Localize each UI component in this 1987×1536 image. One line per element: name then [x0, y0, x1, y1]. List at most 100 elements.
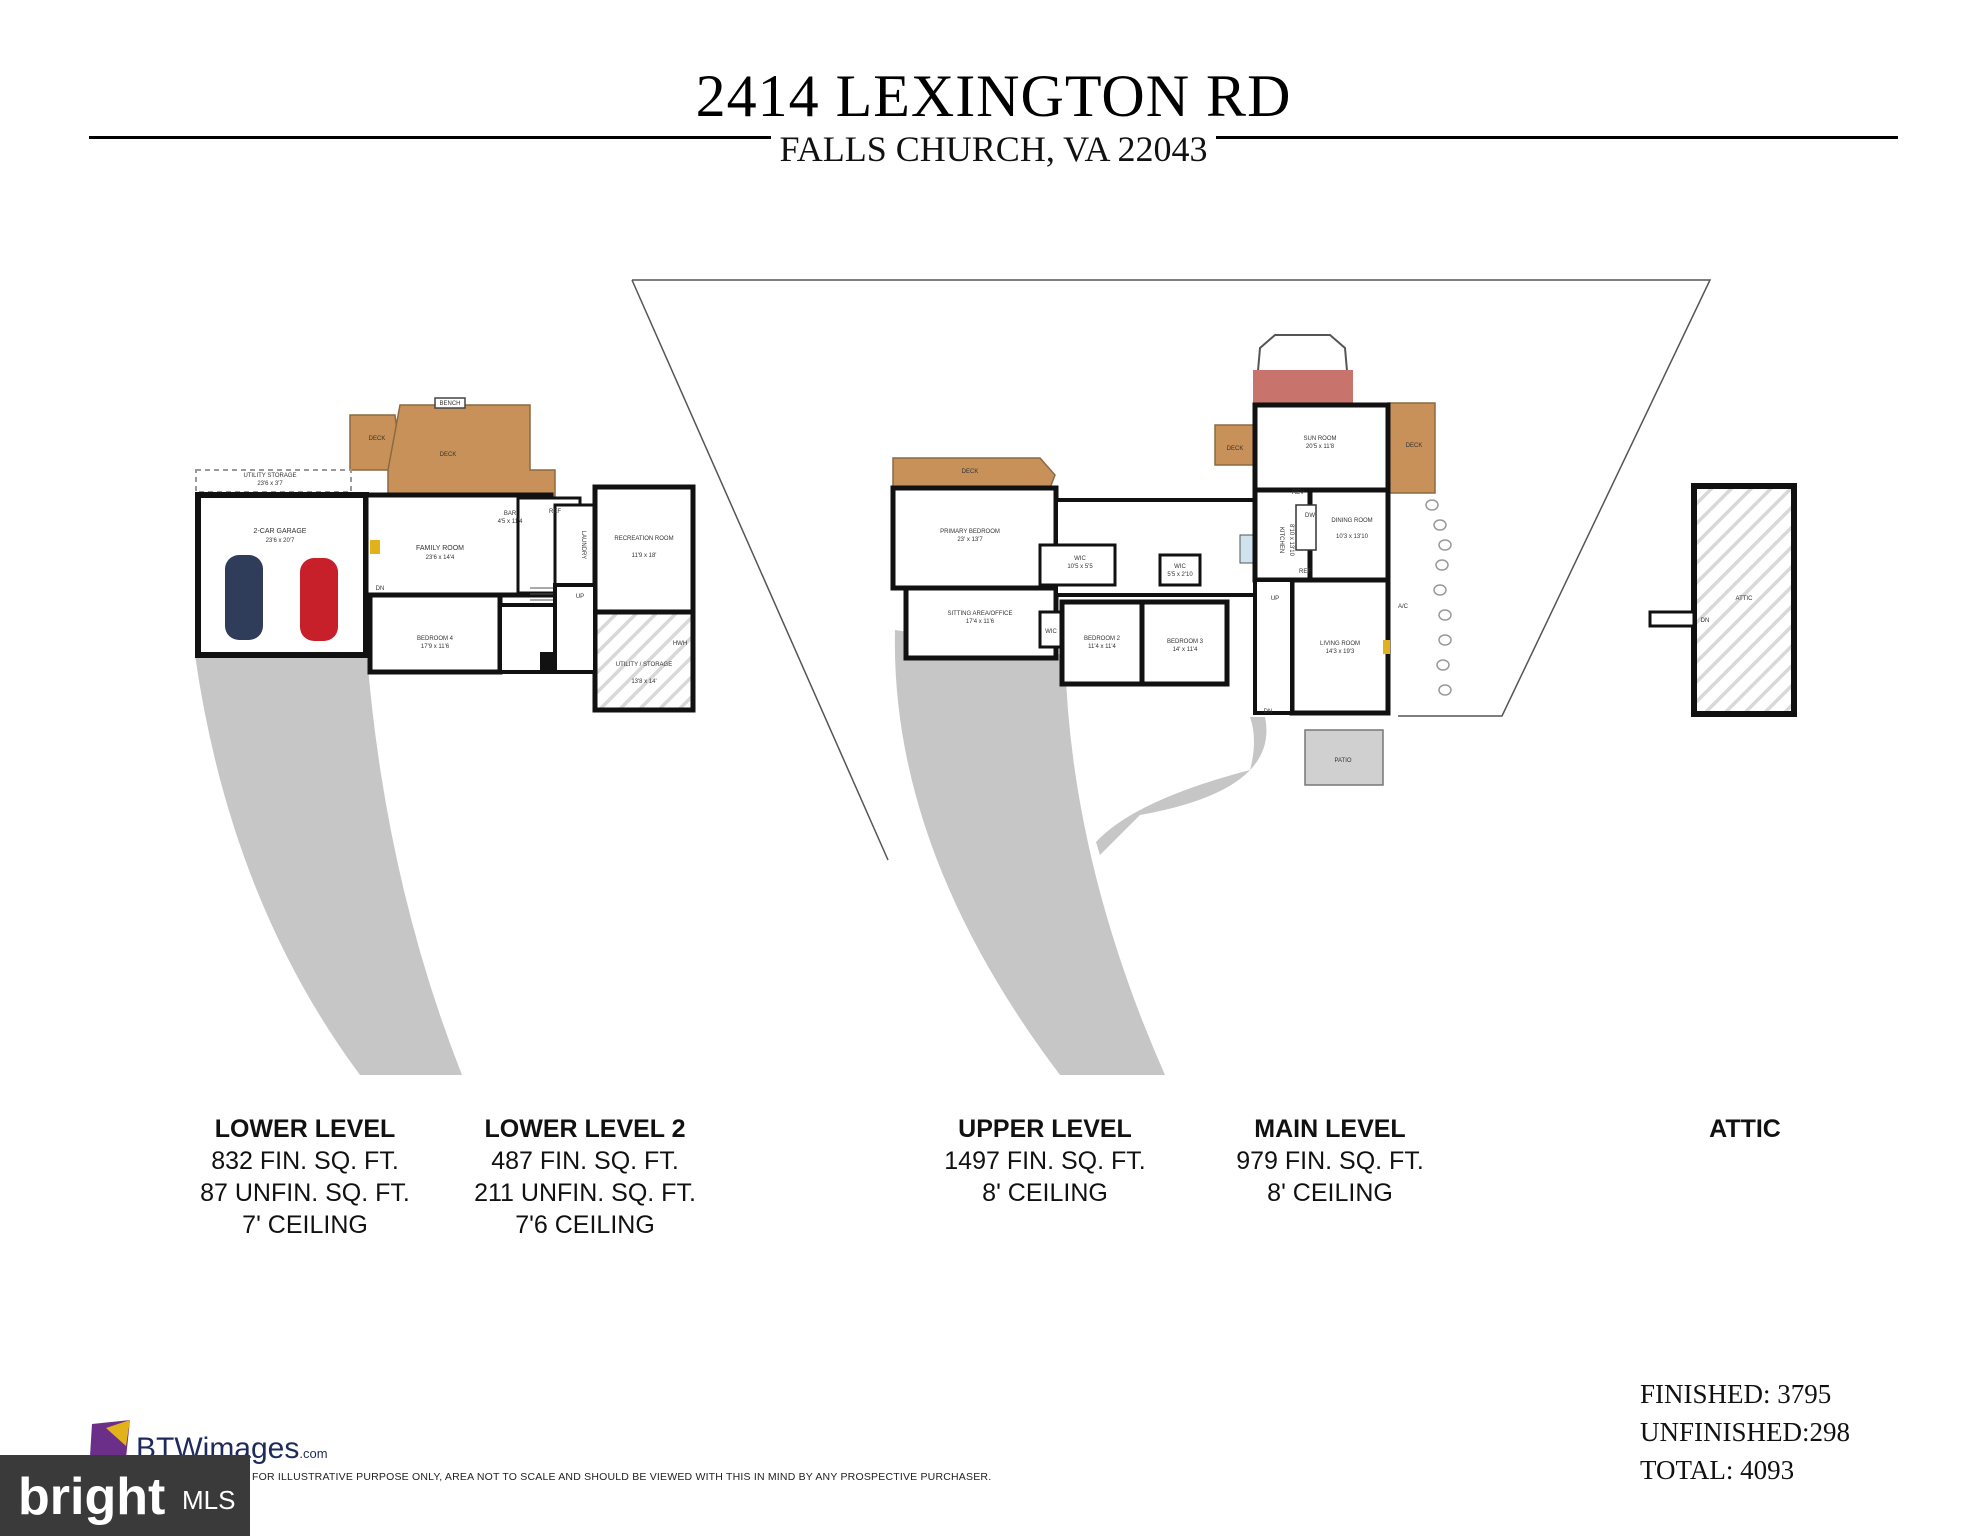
level-lower-line1: 832 FIN. SQ. FT.	[211, 1147, 399, 1175]
bedroom3-walls	[1139, 599, 1230, 687]
level-lower2-line3: 7'6 CEILING	[515, 1211, 655, 1239]
primary-bedroom-label: PRIMARY BEDROOM	[940, 529, 1000, 535]
sun-room-label: SUN ROOM	[1304, 436, 1337, 442]
sun-room-dim: 20'5 x 11'8	[1306, 444, 1335, 450]
wic3-label: WIC	[1045, 629, 1057, 635]
level-lower: LOWER LEVEL 832 FIN. SQ. FT. 87 UNFIN. S…	[200, 1113, 410, 1241]
main-deck-right-label: DECK	[1406, 443, 1423, 449]
main-dn-label: DN	[1264, 709, 1273, 715]
kitchen-dim: 8'10 x 13'10	[1288, 524, 1294, 557]
living-room-walls	[1289, 577, 1391, 716]
bedroom2-label: BEDROOM 2	[1084, 636, 1121, 642]
bedroom3-dim: 14' x 11'4	[1173, 647, 1199, 653]
bedroom4-dim: 17'9 x 11'6	[421, 644, 450, 650]
bar-dim: 4'5 x 11'4	[498, 519, 524, 525]
level-lower2-line1: 487 FIN. SQ. FT.	[491, 1147, 679, 1175]
bedroom2-dim: 11'4 x 11'4	[1088, 644, 1116, 650]
utility-storage-top-dim: 23'6 x 3'7	[257, 481, 283, 487]
dw-label: DW	[1305, 513, 1315, 519]
main-deck-left-label: DECK	[1227, 446, 1244, 452]
walkway	[1096, 717, 1267, 855]
level-lower2-name: LOWER LEVEL 2	[484, 1115, 686, 1143]
patio-label: PATIO	[1334, 758, 1351, 764]
dining-room-dim: 10'3 x 13'10	[1336, 534, 1369, 540]
upper-deck	[892, 457, 1056, 489]
recreation-room-dim: 11'9 x 18'	[632, 553, 657, 559]
fireplace-icon	[370, 540, 380, 554]
address-title: 2414 LEXINGTON RD	[695, 63, 1292, 129]
level-main-line2: 8' CEILING	[1267, 1179, 1393, 1207]
car-red	[300, 558, 338, 641]
wic2-label: WIC	[1174, 564, 1186, 570]
bright-logo-text: bright	[18, 1468, 166, 1526]
roof-block	[1253, 370, 1353, 405]
ref-label: REF	[1299, 569, 1311, 575]
mls-logo-text: MLS	[182, 1485, 236, 1515]
laundry-label: LAUNDRY	[580, 531, 586, 560]
wic1-label: WIC	[1074, 556, 1086, 562]
wic1-dim: 10'5 x 5'5	[1067, 564, 1093, 570]
lower-deck-main	[387, 404, 556, 499]
upper-driveway	[894, 630, 1165, 1075]
ac-label: A/C	[1398, 604, 1409, 610]
sun-room-walls	[1252, 402, 1391, 493]
disclaimer: FOR ILLUSTRATIVE PURPOSE ONLY, AREA NOT …	[252, 1471, 992, 1483]
main-deck-right	[1387, 402, 1436, 494]
bedroom4-walls	[367, 592, 503, 675]
level-attic-name: ATTIC	[1709, 1115, 1781, 1143]
area-totals: FINISHED: 3795 UNFINISHED:298 TOTAL: 409…	[1640, 1375, 1850, 1489]
total-unfinished: UNFINISHED:298	[1640, 1417, 1851, 1447]
attic-stair	[1648, 610, 1696, 628]
attic-walls	[1691, 483, 1797, 717]
level-main-name: MAIN LEVEL	[1254, 1115, 1406, 1143]
level-lower2: LOWER LEVEL 2 487 FIN. SQ. FT. 211 UNFIN…	[470, 1113, 700, 1241]
level-upper-name: UPPER LEVEL	[958, 1115, 1132, 1143]
recreation-room-label: RECREATION ROOM	[614, 536, 673, 542]
living-room-dim: 14'3 x 19'3	[1326, 649, 1355, 655]
deck-a-label: DECK	[369, 436, 386, 442]
recreation-room-walls	[592, 484, 696, 615]
main-deck-left	[1214, 424, 1256, 466]
living-fireplace-icon	[1383, 640, 1390, 654]
sitting-area-walls	[903, 585, 1059, 661]
family-room-dim: 23'6 x 14'4	[426, 555, 455, 561]
lower-driveway	[195, 655, 462, 1075]
hwh-label: HWH	[673, 641, 687, 647]
kitchen-label: KITCHEN	[1278, 527, 1284, 553]
level-lower-name: LOWER LEVEL	[214, 1115, 396, 1143]
level-main: MAIN LEVEL 979 FIN. SQ. FT. 8' CEILING	[1225, 1113, 1435, 1209]
bedroom2-walls	[1059, 599, 1145, 687]
city-text: FALLS CHURCH, VA 22043	[771, 129, 1216, 169]
kitchen-island	[1295, 504, 1317, 551]
garage-walls	[195, 492, 369, 658]
level-main-line1: 979 FIN. SQ. FT.	[1236, 1147, 1424, 1175]
attic-dn-label: DN	[1701, 618, 1710, 624]
dining-room-label: DINING ROOM	[1331, 518, 1372, 524]
utility-storage-walls	[592, 609, 696, 713]
wic2-dim: 5'5 x 2'10	[1167, 572, 1193, 578]
lower-dn-label: DN	[376, 586, 385, 592]
wic2-walls	[1158, 553, 1202, 587]
rev-label: REV	[1292, 490, 1304, 496]
level-upper-line1: 1497 FIN. SQ. FT.	[944, 1147, 1146, 1175]
utility-storage-top-label: UTILITY STORAGE	[243, 473, 296, 479]
city-subtitle: FALLS CHURCH, VA 22043	[0, 128, 1987, 170]
bench	[434, 397, 466, 409]
upper-deck-label: DECK	[962, 469, 979, 475]
living-room-label: LIVING ROOM	[1320, 641, 1360, 647]
btw-logo-icon	[90, 1420, 130, 1458]
utility-storage-dim: 13'8 x 14'	[631, 679, 656, 685]
family-room-label: FAMILY ROOM	[416, 545, 464, 552]
lower-up-label: UP	[576, 594, 584, 600]
lot-outline	[631, 279, 1712, 861]
primary-bedroom-dim: 23' x 13'7	[957, 537, 983, 543]
total-total: TOTAL: 4093	[1640, 1455, 1795, 1485]
level-attic: ATTIC	[1670, 1113, 1820, 1145]
patio	[1304, 729, 1384, 786]
main-up-label: UP	[1271, 596, 1279, 602]
bench-label: BENCH	[439, 401, 460, 407]
level-lower2-line2: 211 UNFIN. SQ. FT.	[474, 1179, 696, 1207]
level-upper: UPPER LEVEL 1497 FIN. SQ. FT. 8' CEILING	[935, 1113, 1155, 1209]
lower-connector	[553, 583, 597, 674]
